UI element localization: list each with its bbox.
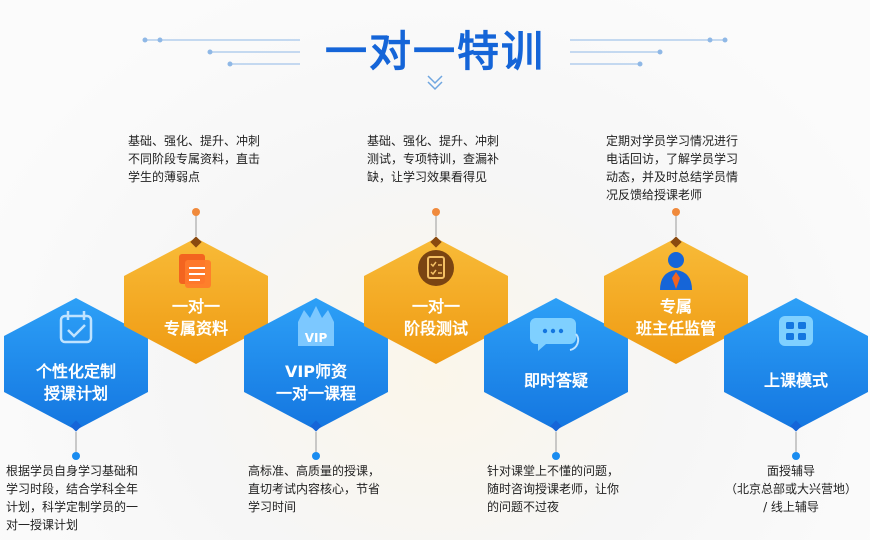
vip-crown-icon: VIP xyxy=(298,306,334,346)
hex-exclusive-material xyxy=(124,238,268,364)
checklist-icon xyxy=(418,250,454,286)
calendar-check-icon xyxy=(59,311,93,344)
manager-icon xyxy=(660,252,692,290)
hex-label-instant-qa: 即时答疑 xyxy=(523,371,588,390)
hex-label-exclusive-material: 一对一 专属资料 xyxy=(163,297,228,338)
hex-label-custom-plan: 个性化定制 授课计划 xyxy=(35,362,116,403)
grid-apps-icon xyxy=(779,316,813,346)
title-decoration xyxy=(142,37,728,91)
chat-bubble-icon xyxy=(530,318,580,351)
chevron-down-icon xyxy=(427,75,443,91)
hex-label-vip-teacher: VIP师资 一对一课程 xyxy=(275,362,356,403)
hex-class-mode xyxy=(724,298,868,430)
hex-custom-plan xyxy=(4,298,148,430)
desc-class-mode: 面授辅导 （北京总部或大兴营地） / 线上辅导 xyxy=(724,464,857,514)
svg-text:VIP: VIP xyxy=(305,331,328,345)
hex-stage-test xyxy=(364,238,508,364)
page-title: 一对一特训 xyxy=(324,27,545,76)
hex-label-class-supervisor: 专属 班主任监管 xyxy=(635,297,716,338)
hex-vip-teacher xyxy=(244,298,388,430)
hex-label-class-mode: 上课模式 xyxy=(763,371,828,390)
hex-class-supervisor xyxy=(604,238,748,364)
desc-instant-qa: 针对课堂上不懂的问题， 随时咨询授课老师，让你 的问题不过夜 xyxy=(487,464,620,514)
desc-exclusive-material: 基础、强化、提升、冲刺 不同阶段专属资料，直击 学生的薄弱点 xyxy=(128,134,261,184)
hex-label-stage-test: 一对一 阶段测试 xyxy=(403,297,468,338)
desc-custom-plan: 根据学员自身学习基础和 学习时段，结合学科全年 计划，科学定制学员的一 对一授课… xyxy=(6,464,139,532)
document-stack-icon xyxy=(179,254,211,288)
desc-vip-teacher: 高标准、高质量的授课， 直切考试内容核心，节省 学习时间 xyxy=(248,464,381,514)
desc-class-supervisor: 定期对学员学习情况进行 电话回访，了解学员学习 动态，并及时总结学员情 况反馈给… xyxy=(606,134,739,202)
hex-instant-qa xyxy=(484,298,628,430)
desc-stage-test: 基础、强化、提升、冲刺 测试，专项特训，查漏补 缺，让学习效果看得见 xyxy=(367,134,500,184)
